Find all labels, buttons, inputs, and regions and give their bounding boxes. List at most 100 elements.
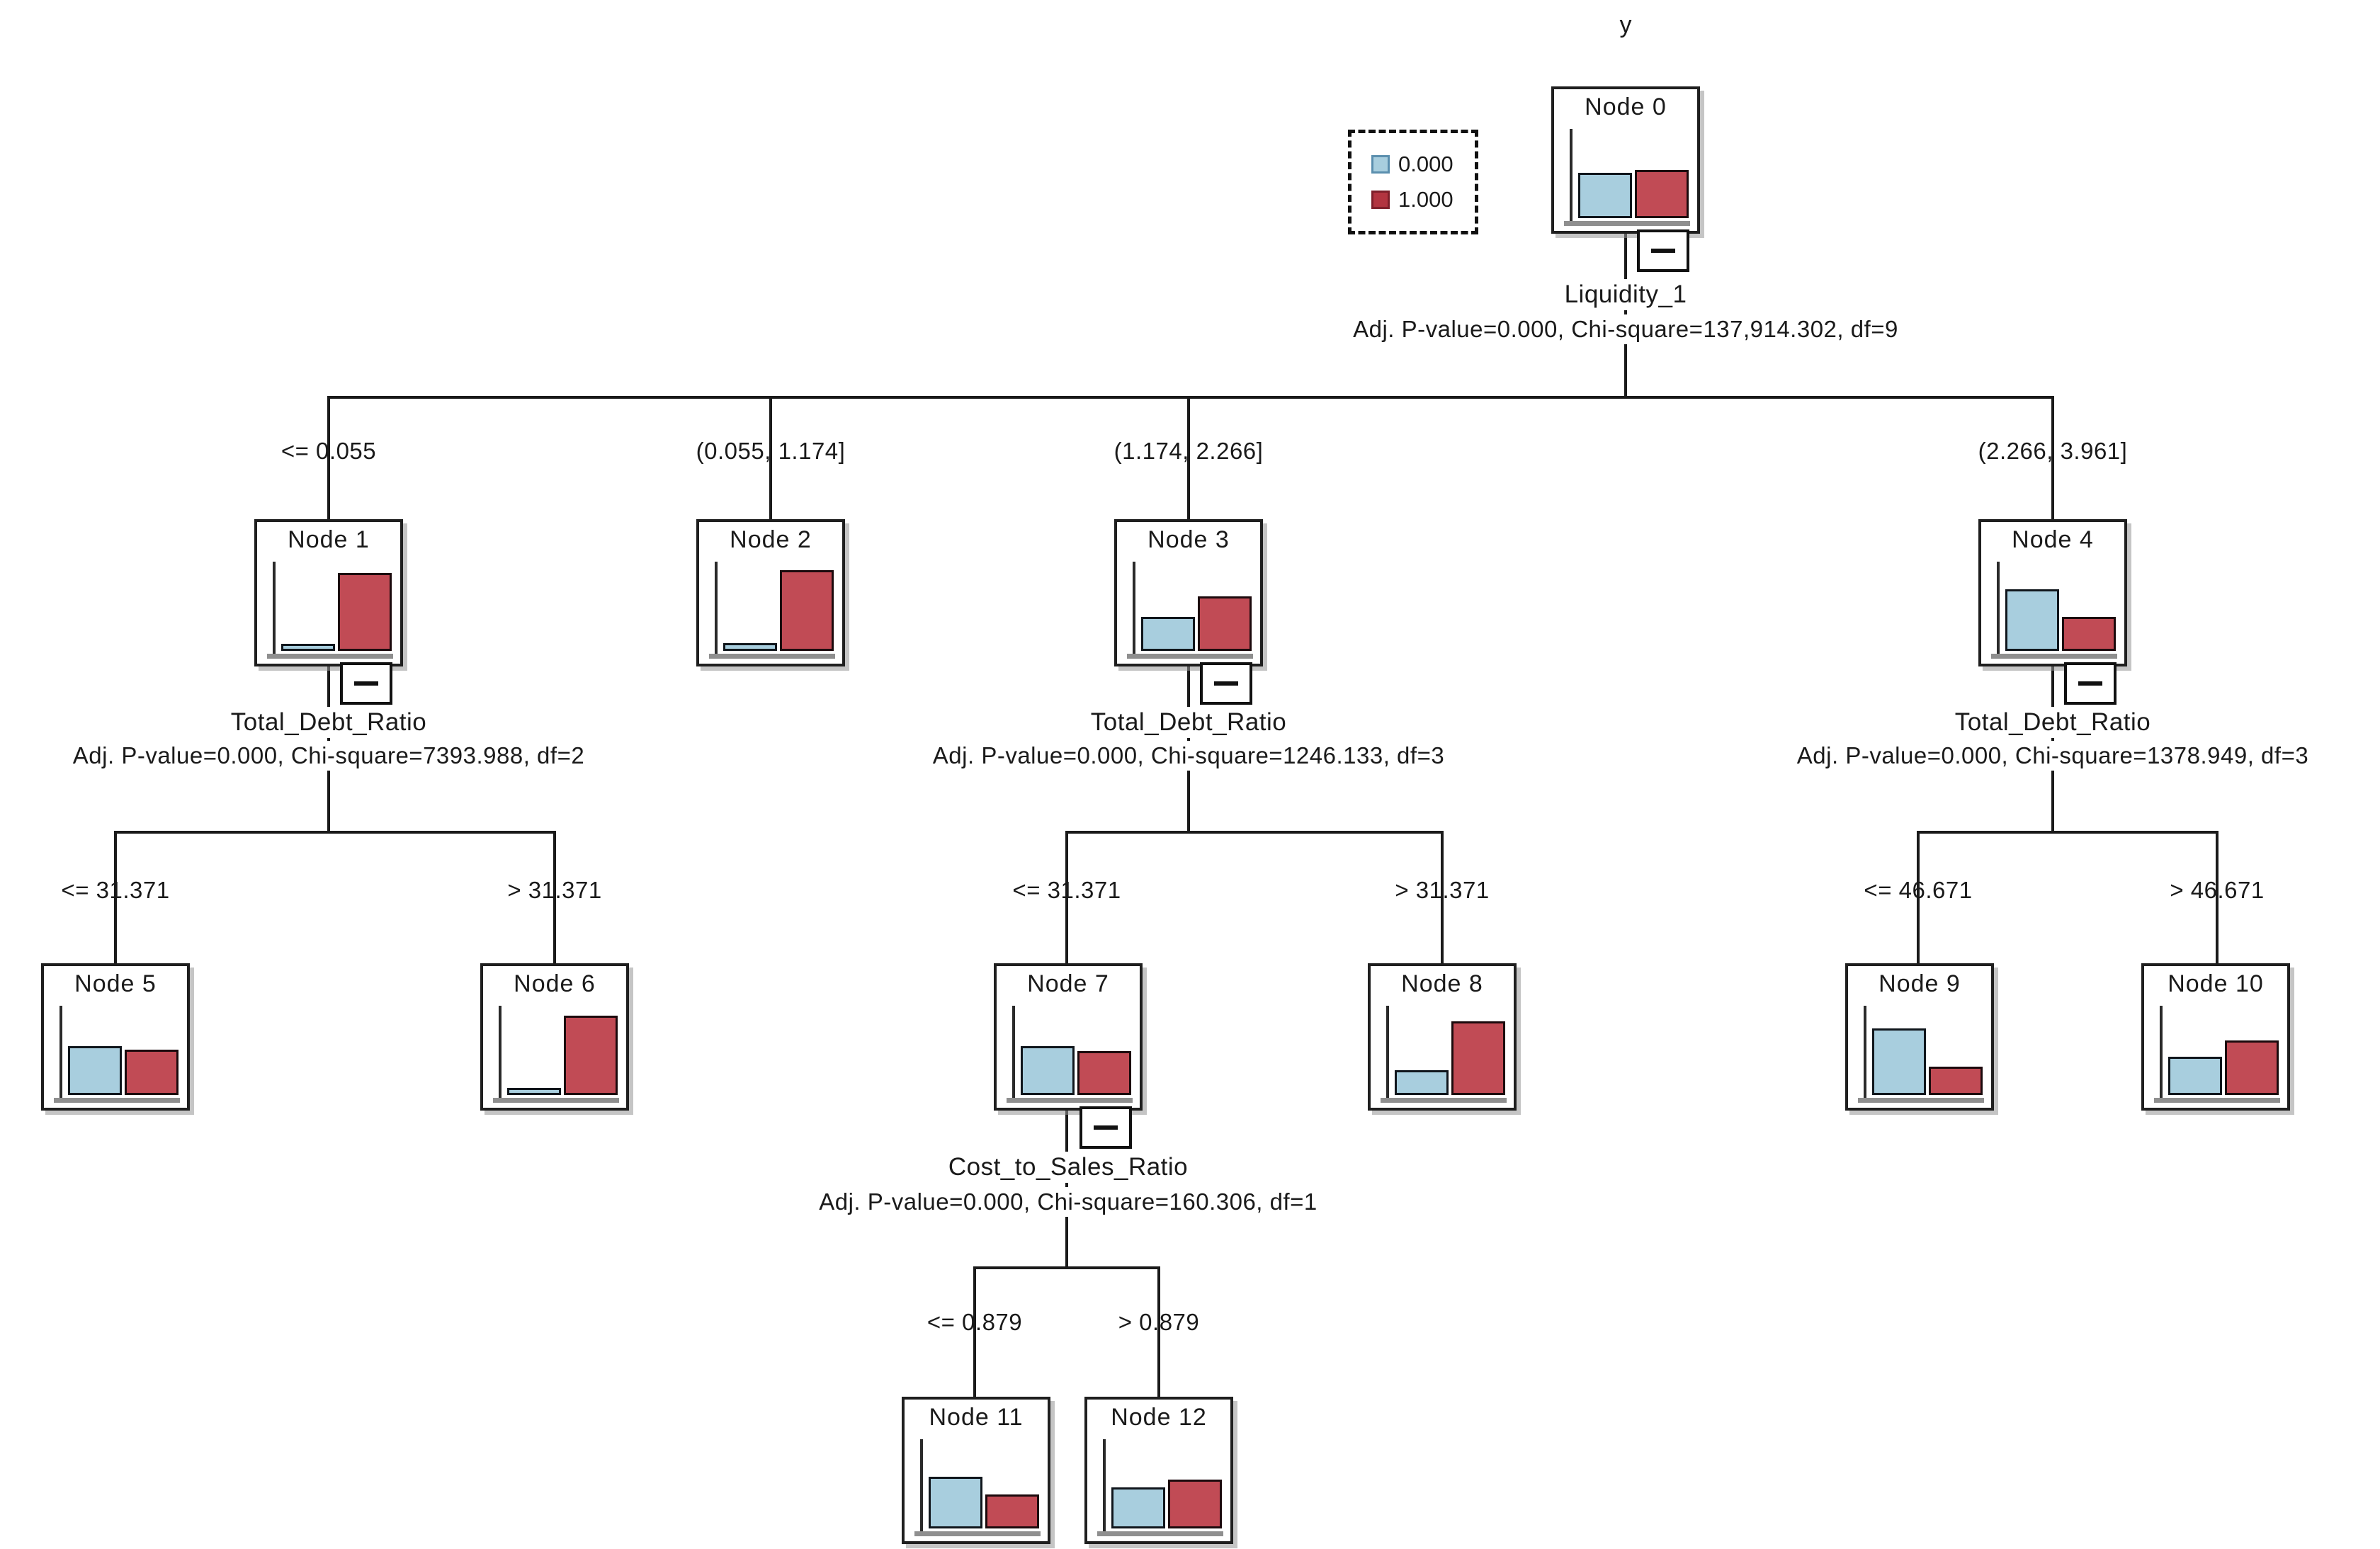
branch-label-node1: <= 0.055 [280, 438, 377, 464]
split-stats-node7: Adj. P-value=0.000, Chi-square=160.306, … [749, 1187, 1387, 1217]
bar-blue [68, 1046, 122, 1095]
legend-label: 1.000 [1398, 187, 1454, 212]
branch-label-node2: (0.055, 1.174] [696, 438, 846, 464]
node-10-chart [2144, 966, 2287, 1108]
node-10-box[interactable]: Node 10 [2141, 963, 2290, 1111]
node-7-collapse-button[interactable] [1080, 1106, 1132, 1149]
bar-red [1929, 1067, 1983, 1095]
node-3-box[interactable]: Node 3 [1114, 519, 1263, 666]
connector-stub-node10 [2216, 831, 2218, 965]
node-4-box[interactable]: Node 4 [1978, 519, 2127, 666]
node-0-box[interactable]: Node 0 [1551, 86, 1700, 234]
branch-label-node8: > 31.371 [1395, 877, 1490, 903]
connector-stub-node11 [973, 1266, 976, 1398]
legend-item-1: 1.000 [1371, 187, 1475, 212]
bar-blue [2168, 1057, 2222, 1095]
minus-icon [354, 681, 378, 686]
node-9-box[interactable]: Node 9 [1845, 963, 1994, 1111]
connector-stub-node4 [2051, 396, 2054, 521]
node-0-collapse-button[interactable] [1637, 229, 1689, 272]
node-1-title: Node 1 [288, 526, 370, 553]
node-6-title: Node 6 [514, 970, 596, 997]
split-stats-node0: Adj. P-value=0.000, Chi-square=137,914.3… [1271, 314, 1980, 344]
node-6-box[interactable]: Node 6 [480, 963, 629, 1111]
chart-axis [1570, 129, 1572, 224]
connector-stub-node2 [769, 396, 772, 521]
chart-axis [273, 562, 276, 657]
node-9-title: Node 9 [1878, 970, 1961, 997]
connector-stub-node7 [1065, 831, 1068, 965]
bar-blue [1872, 1028, 1926, 1095]
connector-stub-node5 [114, 831, 117, 965]
minus-icon [1651, 249, 1675, 253]
split-variable-node4: Total_Debt_Ratio [1720, 707, 2380, 738]
node-11-chart [905, 1400, 1048, 1541]
node-3-title: Node 3 [1148, 526, 1230, 553]
node-4-chart [1981, 522, 2124, 664]
bar-blue [723, 643, 777, 651]
chart-baseline [1858, 1098, 1984, 1103]
chart-baseline [914, 1531, 1041, 1536]
chart-axis [2160, 1006, 2163, 1101]
node-2-box[interactable]: Node 2 [696, 519, 845, 666]
connector-rail-level1 [327, 396, 2054, 399]
legend: 0.000 1.000 [1348, 130, 1478, 234]
branch-label-node4: (2.266, 3.961] [1978, 438, 2128, 464]
node-7-title: Node 7 [1027, 970, 1109, 997]
connector-rail-node3-children [1065, 831, 1444, 834]
bar-red [2062, 617, 2116, 651]
bar-red [564, 1016, 618, 1095]
bar-red [780, 570, 834, 651]
split-stats-node4: Adj. P-value=0.000, Chi-square=1378.949,… [1720, 741, 2380, 771]
node-12-chart [1087, 1400, 1230, 1541]
node-10-title: Node 10 [2168, 970, 2264, 997]
chart-axis [1997, 562, 2000, 657]
chart-axis [60, 1006, 62, 1101]
legend-swatch-blue-icon [1371, 155, 1390, 174]
node-5-title: Node 5 [74, 970, 157, 997]
connector-stub-node1 [327, 396, 330, 521]
chart-baseline [1991, 654, 2117, 659]
bar-red [125, 1050, 178, 1095]
branch-label-node11: <= 0.879 [926, 1309, 1023, 1335]
bar-blue [1141, 617, 1195, 651]
node-3-chart [1117, 522, 1260, 664]
node-8-box[interactable]: Node 8 [1368, 963, 1517, 1111]
chart-axis [1012, 1006, 1015, 1101]
node-3-collapse-button[interactable] [1200, 662, 1252, 705]
node-4-collapse-button[interactable] [2064, 662, 2116, 705]
bar-red [1077, 1051, 1131, 1095]
chart-baseline [267, 654, 393, 659]
connector-stub-node3 [1187, 396, 1190, 521]
node-0-chart [1554, 89, 1697, 231]
node-12-box[interactable]: Node 12 [1084, 1397, 1233, 1544]
tree-dependent-variable-label: y [1619, 11, 1632, 38]
node-1-chart [257, 522, 400, 664]
bar-blue [1395, 1070, 1449, 1095]
node-6-chart [483, 966, 626, 1108]
bar-red [1451, 1021, 1505, 1095]
node-11-box[interactable]: Node 11 [902, 1397, 1050, 1544]
chart-axis [715, 562, 718, 657]
chart-baseline [2154, 1098, 2280, 1103]
bar-red [2225, 1040, 2279, 1095]
connector-stub-node9 [1917, 831, 1920, 965]
branch-label-node12: > 0.879 [1118, 1309, 1200, 1335]
chart-baseline [1007, 1098, 1133, 1103]
chart-baseline [1564, 221, 1690, 226]
split-variable-node1: Total_Debt_Ratio [10, 707, 647, 738]
connector-stub-node12 [1157, 1266, 1160, 1398]
connector-rail-node4-children [1917, 831, 2218, 834]
bar-red [1168, 1480, 1222, 1528]
split-stats-node3: Adj. P-value=0.000, Chi-square=1246.133,… [870, 741, 1507, 771]
bar-blue [507, 1088, 561, 1095]
chart-baseline [709, 654, 835, 659]
legend-item-0: 0.000 [1371, 152, 1475, 177]
node-7-box[interactable]: Node 7 [994, 963, 1143, 1111]
node-1-collapse-button[interactable] [340, 662, 392, 705]
node-1-box[interactable]: Node 1 [254, 519, 403, 666]
chart-baseline [54, 1098, 180, 1103]
split-variable-node0: Liquidity_1 [1413, 279, 1838, 310]
bar-red [1198, 596, 1252, 651]
node-5-box[interactable]: Node 5 [41, 963, 190, 1111]
